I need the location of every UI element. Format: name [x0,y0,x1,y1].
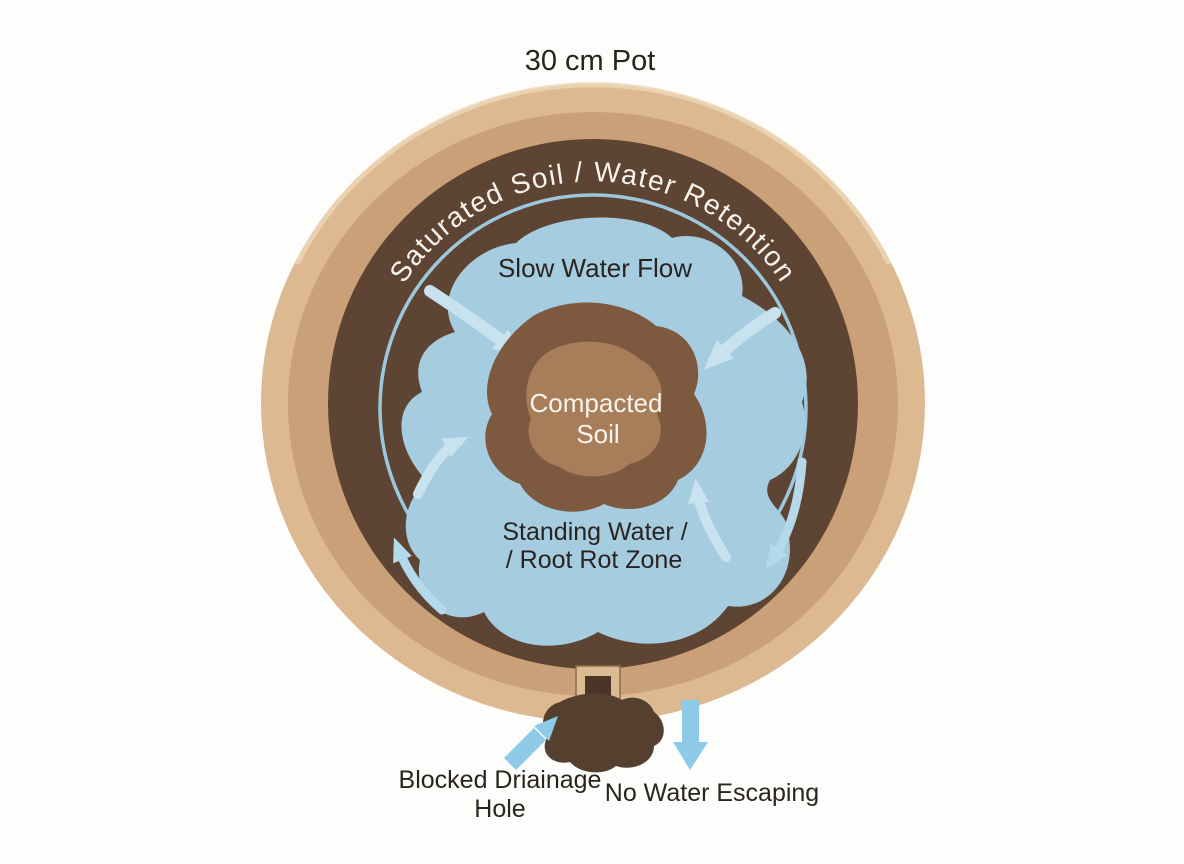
standing-water-label-line1: Standing Water / [502,518,687,546]
compacted-soil-inner-blob [526,341,662,477]
compacted-soil-label-line2: Soil [576,419,619,449]
soil-clog-blob [543,693,664,773]
curved-arrow-top-right-icon [703,307,781,370]
diagram-title: 30 cm Pot [525,45,656,77]
no-water-escaping-label: No Water Escaping [605,779,819,807]
pot-rim-highlight [294,82,892,266]
blocked-drainage-label-line2: Hole [474,795,525,823]
curved-arrow-bottom-left-icon [393,537,447,615]
blocked-drainage-label-line1: Blocked Driainage [399,766,602,794]
soil-circulation-arrows [393,457,807,615]
external-arrows [503,700,708,771]
curved-arrow-mid-right-icon [688,478,731,562]
curved-arrow-bottom-right-icon [765,457,807,570]
compacted-soil-label-line1: Compacted [530,388,663,418]
arrow-up-right-icon [503,716,558,771]
slow-water-flow-label: Slow Water Flow [498,253,692,283]
compacted-soil-zone [485,302,707,512]
standing-water-label-line2: / Root Rot Zone [506,546,682,574]
blocked-drainage-assembly [543,665,664,773]
arrow-down-icon [673,700,708,770]
curved-arrow-mid-left-icon [413,436,469,499]
